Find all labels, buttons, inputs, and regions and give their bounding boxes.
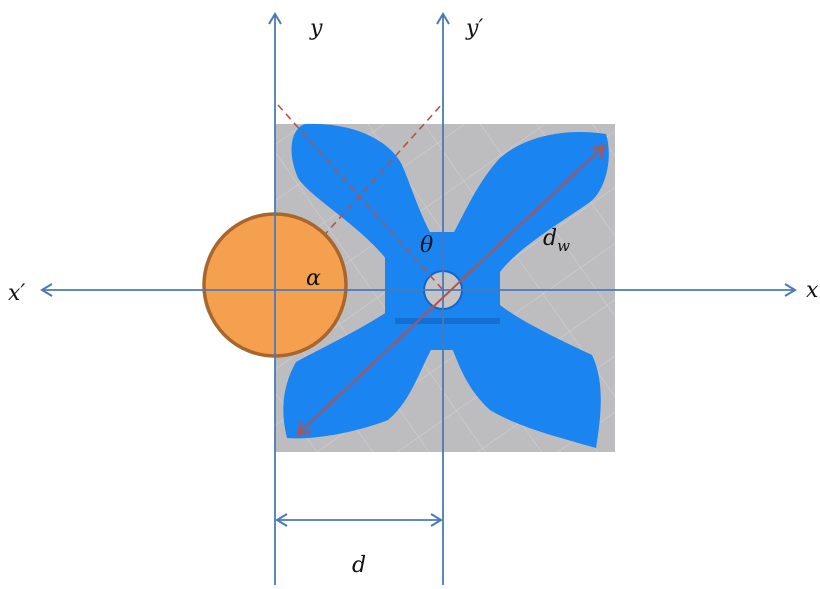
label-alpha: α <box>306 266 321 291</box>
label-y-prime: y′ <box>465 16 483 41</box>
diameter-dw-arrow <box>296 144 606 436</box>
label-d: d <box>352 553 366 578</box>
label-dw-subscript: w <box>557 237 570 255</box>
label-dw-main: d <box>543 226 557 251</box>
impeller-hub-shadow <box>395 318 500 324</box>
label-y: y <box>309 16 323 41</box>
label-x-prime: x′ <box>8 281 25 306</box>
label-x: x <box>806 278 819 303</box>
label-theta: θ <box>420 233 433 258</box>
label-dw: dw <box>543 226 570 255</box>
